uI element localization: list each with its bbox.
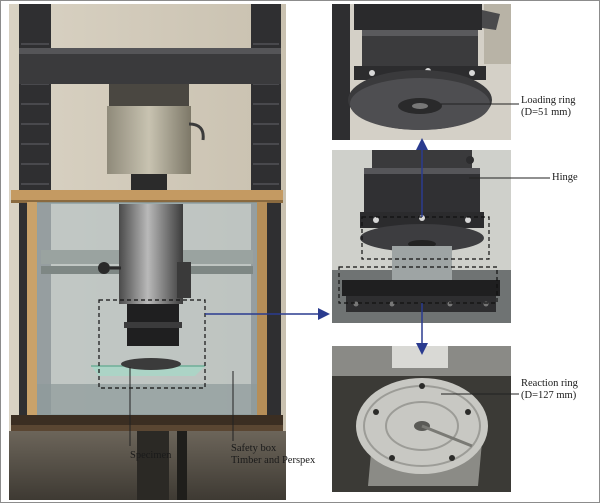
safety-box-material-label: Timber and Perspex — [231, 455, 316, 466]
hinge-label: Hinge — [552, 172, 578, 183]
hinge-lower-dashed-box — [338, 266, 498, 304]
specimen-label: Specimen — [130, 450, 172, 461]
specimen-dashed-box — [98, 299, 206, 389]
loading-ring-label: Loading ring — [521, 95, 576, 106]
loading-ring-photo — [332, 4, 511, 140]
loading-ring-dimension-label: (D=51 mm) — [521, 107, 571, 118]
test-machine-photo — [9, 4, 286, 500]
reaction-ring-label: Reaction ring — [521, 378, 578, 389]
safety-box-label: Safety box — [231, 443, 277, 454]
hinge-upper-dashed-box — [361, 216, 490, 260]
reaction-ring-dimension-label: (D=127 mm) — [521, 390, 577, 401]
